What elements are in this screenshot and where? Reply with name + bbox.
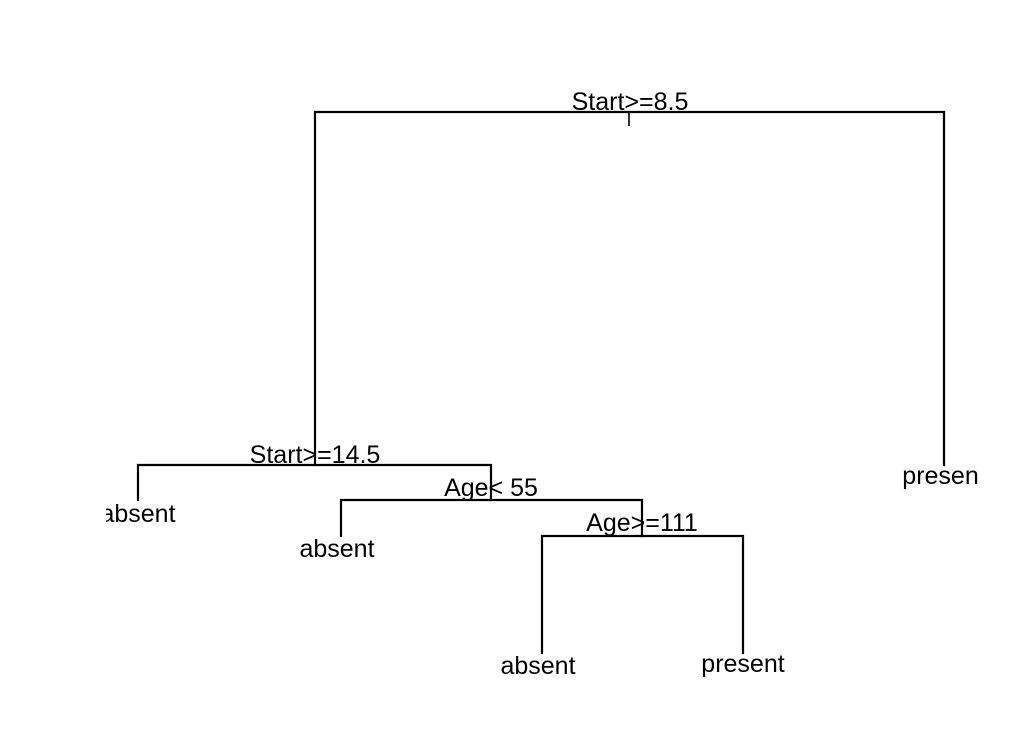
age-111-split-label: Age>=111 (586, 509, 698, 537)
age-55-split-label: Age< 55 (444, 474, 538, 502)
leaf-present-2: present (701, 650, 784, 678)
leaf-present-1: present (902, 462, 985, 490)
age-111-branch (540, 534, 745, 655)
leaf-absent-3: absent (500, 652, 575, 680)
root-split-label: Start>=8.5 (572, 88, 689, 116)
age-55-branch (339, 498, 644, 538)
leaf-absent-1: absent (100, 500, 175, 528)
start-14-5-split-label: Start>=14.5 (250, 441, 381, 469)
start-14-5-branch (136, 463, 493, 502)
root-branch (313, 110, 946, 467)
leaf-absent-2: absent (299, 535, 374, 563)
